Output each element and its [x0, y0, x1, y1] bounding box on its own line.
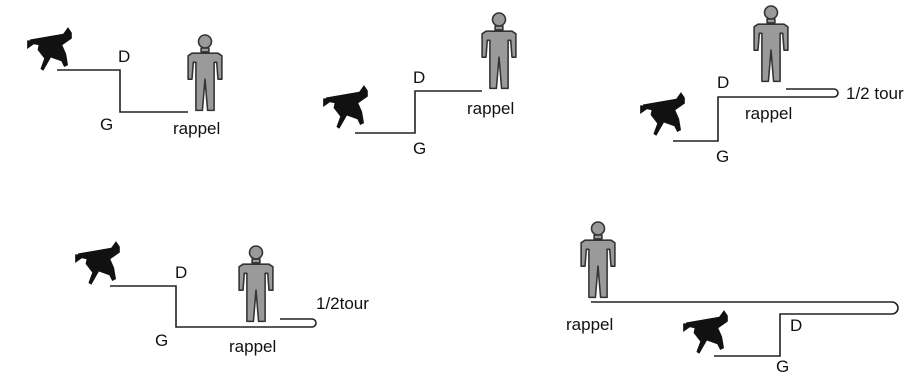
label-half-turn: 1/2 tour: [846, 84, 904, 103]
label-right: D: [175, 263, 187, 282]
label-half-turn: 1/2tour: [316, 294, 369, 313]
track-path: [110, 285, 317, 328]
label-left: G: [413, 139, 426, 158]
label-recall: rappel: [229, 337, 276, 356]
label-recall: rappel: [467, 99, 514, 118]
label-right: D: [413, 68, 425, 87]
label-recall: rappel: [173, 119, 220, 138]
panel-5: D G rappel: [566, 221, 899, 374]
label-recall: rappel: [566, 315, 613, 334]
panel-4: D G rappel 1/2tour: [75, 241, 369, 356]
label-left: G: [155, 331, 168, 350]
panel-3: D G rappel 1/2 tour: [640, 5, 904, 166]
person-icon: [238, 245, 274, 323]
panel-1: D G rappel: [27, 27, 223, 138]
track-path: [57, 69, 188, 113]
label-right: D: [717, 73, 729, 92]
panel-2: D G rappel: [323, 12, 517, 158]
dog-icon: [27, 27, 72, 71]
track-path: [673, 88, 839, 142]
dog-icon: [683, 310, 728, 354]
track-path: [591, 301, 899, 357]
person-icon: [580, 221, 616, 299]
person-icon: [187, 34, 223, 112]
label-recall: rappel: [745, 104, 792, 123]
dog-icon: [75, 241, 120, 285]
dog-icon: [640, 92, 685, 136]
label-left: G: [100, 115, 113, 134]
label-right: D: [118, 47, 130, 66]
dog-icon: [323, 85, 368, 129]
label-right: D: [790, 316, 802, 335]
label-left: G: [776, 357, 789, 374]
track-path: [355, 90, 482, 134]
person-icon: [481, 12, 517, 90]
label-left: G: [716, 147, 729, 166]
person-icon: [753, 5, 789, 83]
